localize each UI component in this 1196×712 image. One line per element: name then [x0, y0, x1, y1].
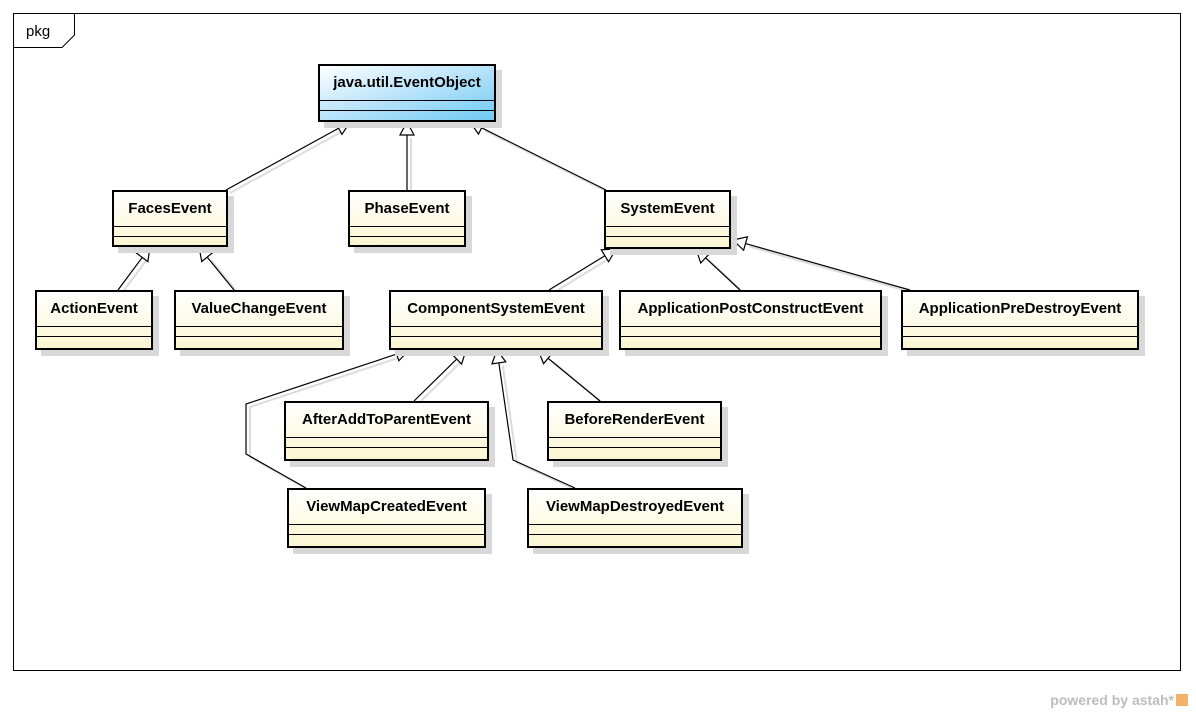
class-name: PhaseEvent: [364, 200, 450, 217]
package-tab: [14, 14, 75, 48]
class-divider: [37, 326, 151, 327]
class-system-event[interactable]: SystemEvent: [604, 190, 731, 249]
class-divider: [621, 326, 880, 327]
class-faces-event[interactable]: FacesEvent: [112, 190, 228, 247]
class-view-map-destroyed-event[interactable]: ViewMapDestroyedEvent: [527, 488, 743, 548]
class-divider: [289, 534, 484, 535]
class-name: ActionEvent: [50, 300, 138, 317]
class-name: ViewMapCreatedEvent: [306, 498, 467, 515]
astah-watermark: powered by astah*: [1050, 692, 1188, 708]
class-application-post-construct-event[interactable]: ApplicationPostConstructEvent: [619, 290, 882, 350]
class-divider: [286, 437, 487, 438]
class-divider: [621, 336, 880, 337]
class-divider: [320, 100, 494, 101]
class-before-render-event[interactable]: BeforeRenderEvent: [547, 401, 722, 461]
class-divider: [903, 336, 1137, 337]
class-divider: [549, 447, 720, 448]
class-component-system-event[interactable]: ComponentSystemEvent: [389, 290, 603, 350]
class-event-object[interactable]: java.util.EventObject: [318, 64, 496, 122]
class-divider: [549, 437, 720, 438]
class-name: ApplicationPreDestroyEvent: [918, 300, 1122, 317]
watermark-text: powered by astah*: [1050, 692, 1174, 708]
class-after-add-to-parent-event[interactable]: AfterAddToParentEvent: [284, 401, 489, 461]
class-divider: [176, 336, 342, 337]
class-divider: [289, 524, 484, 525]
package-frame: [13, 13, 1181, 671]
class-name: ApplicationPostConstructEvent: [637, 300, 864, 317]
package-label: pkg: [26, 23, 51, 40]
class-name: java.util.EventObject: [333, 74, 481, 91]
class-divider: [350, 226, 464, 227]
class-divider: [606, 226, 729, 227]
class-divider: [391, 326, 601, 327]
class-divider: [606, 236, 729, 237]
class-divider: [320, 110, 494, 111]
class-divider: [903, 326, 1137, 327]
class-application-pre-destroy-event[interactable]: ApplicationPreDestroyEvent: [901, 290, 1139, 350]
class-divider: [350, 236, 464, 237]
class-view-map-created-event[interactable]: ViewMapCreatedEvent: [287, 488, 486, 548]
class-name: AfterAddToParentEvent: [302, 411, 471, 428]
class-divider: [114, 236, 226, 237]
class-divider: [176, 326, 342, 327]
class-name: BeforeRenderEvent: [564, 411, 705, 428]
class-phase-event[interactable]: PhaseEvent: [348, 190, 466, 247]
class-name: SystemEvent: [620, 200, 715, 217]
astah-logo-icon: [1176, 694, 1188, 706]
class-divider: [391, 336, 601, 337]
class-divider: [529, 524, 741, 525]
class-divider: [286, 447, 487, 448]
class-value-change-event[interactable]: ValueChangeEvent: [174, 290, 344, 350]
class-action-event[interactable]: ActionEvent: [35, 290, 153, 350]
class-divider: [37, 336, 151, 337]
class-name: ViewMapDestroyedEvent: [545, 498, 725, 515]
class-name: ValueChangeEvent: [191, 300, 327, 317]
class-name: FacesEvent: [128, 200, 212, 217]
class-divider: [114, 226, 226, 227]
class-divider: [529, 534, 741, 535]
class-name: ComponentSystemEvent: [407, 300, 585, 317]
